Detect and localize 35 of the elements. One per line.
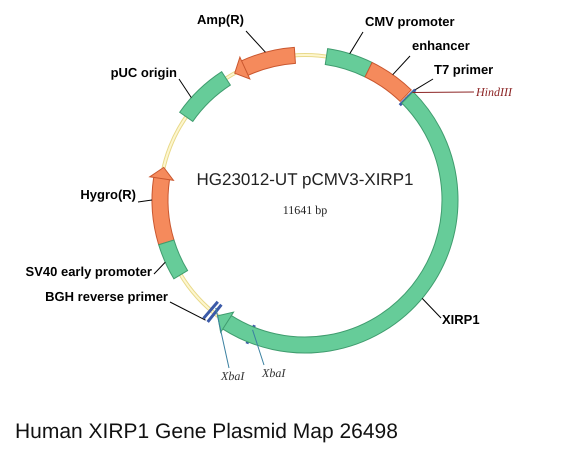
leader-line: [252, 329, 264, 366]
leader-line: [392, 56, 410, 76]
directional-feature-band: [149, 166, 174, 246]
primer-site-mark: [202, 300, 223, 323]
feature-label: BGH reverse primer: [45, 289, 168, 305]
feature-label: Hygro(R): [80, 187, 136, 203]
leader-line: [170, 302, 206, 321]
leader-line: [154, 262, 166, 274]
feature-label: Amp(R): [197, 12, 244, 28]
site-label: XbaI: [221, 368, 244, 384]
feature-label: CMV promoter: [365, 14, 455, 30]
leader-line: [246, 30, 266, 53]
restriction-site-mark: [398, 88, 416, 106]
feature-segment: [324, 48, 373, 78]
feature-label: XIRP1: [442, 312, 480, 328]
feature-segment: [364, 62, 412, 102]
feature-segment: [179, 71, 231, 122]
leader-line: [414, 78, 434, 90]
plasmid-name: HG23012-UT pCMV3-XIRP1: [196, 170, 414, 190]
leader-line: [422, 298, 442, 318]
leader-line: [215, 307, 230, 368]
leader-line: [178, 78, 192, 98]
feature-label: pUC origin: [110, 65, 177, 81]
feature-label: enhancer: [412, 38, 470, 54]
site-label: HindIII: [476, 84, 512, 100]
feature-label: T7 primer: [434, 62, 494, 78]
directional-feature-band: [234, 46, 296, 80]
site-label: XbaI: [262, 365, 286, 381]
caption: Human XIRP1 Gene Plasmid Map 26498: [15, 420, 398, 444]
leader-line: [412, 92, 474, 94]
feature-label: SV40 early promoter: [26, 264, 152, 280]
feature-segment: [158, 240, 188, 280]
leader-line: [138, 200, 152, 202]
sequence-length: 11641 bp: [282, 203, 328, 218]
leader-line: [349, 32, 364, 54]
